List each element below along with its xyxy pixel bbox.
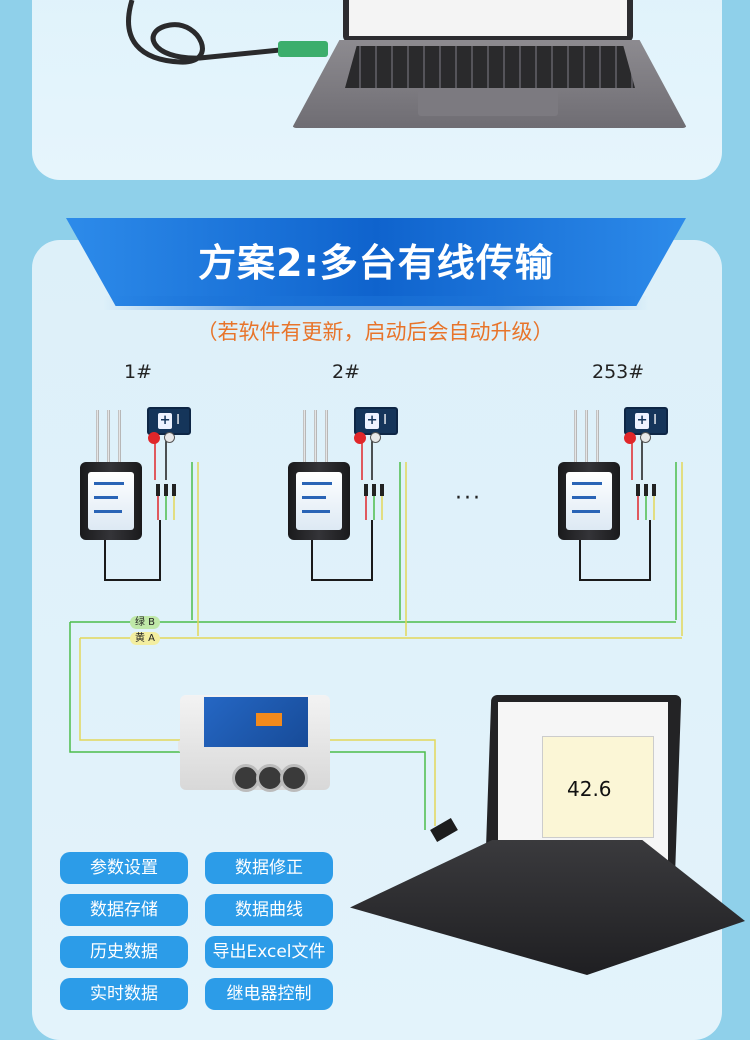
probe [96, 410, 99, 472]
laptop-1-keyboard [345, 46, 635, 88]
probe [107, 410, 110, 472]
terminal [370, 432, 381, 443]
wiring-diagram [69, 440, 683, 830]
feature-pill: 数据存储 [60, 894, 188, 926]
probe [303, 410, 306, 472]
scheme-title: 方案2:多台有线传输 [198, 241, 554, 285]
banner-shadow [66, 296, 686, 310]
update-note: （若软件有更新，启动后会自动升级） [196, 320, 554, 344]
probe [574, 410, 577, 472]
probe [325, 410, 328, 472]
red-clip [354, 432, 366, 444]
reading-value: 42.6 [567, 777, 612, 801]
converter-port [280, 764, 308, 792]
terminal [640, 432, 651, 443]
node-label-2: 2# [332, 361, 361, 383]
red-clip [624, 432, 636, 444]
probe [314, 410, 317, 472]
converter-port [256, 764, 284, 792]
probe [118, 410, 121, 472]
scheme-banner [66, 218, 686, 306]
laptop-1-screen [343, 0, 633, 42]
feature-pill: 导出Excel文件 [205, 936, 333, 968]
soil-sensor-1 [80, 462, 142, 540]
soil-sensor-253 [558, 462, 620, 540]
feature-pill: 数据修正 [205, 852, 333, 884]
green-wire-tag: 绿 B [130, 616, 161, 629]
feature-pill: 继电器控制 [205, 978, 333, 1010]
converter-label [204, 697, 308, 747]
battery-icon: +I [147, 407, 191, 435]
more-nodes-ellipsis: ··· [455, 486, 482, 511]
reading-panel: 42.6 [542, 736, 654, 838]
feature-pill: 数据曲线 [205, 894, 333, 926]
feature-pill: 历史数据 [60, 936, 188, 968]
usb-cable [126, 0, 328, 65]
battery-icon: +I [624, 407, 668, 435]
soil-sensor-2 [288, 462, 350, 540]
probe [585, 410, 588, 472]
red-clip [148, 432, 160, 444]
laptop-1-touchpad [418, 90, 558, 116]
node-label-253: 253# [592, 361, 645, 383]
probe [596, 410, 599, 472]
terminal [164, 432, 175, 443]
battery-icon: +I [354, 407, 398, 435]
yellow-wire-tag: 黄 A [130, 632, 161, 645]
feature-pill: 参数设置 [60, 852, 188, 884]
feature-pill: 实时数据 [60, 978, 188, 1010]
node-label-1: 1# [124, 361, 153, 383]
